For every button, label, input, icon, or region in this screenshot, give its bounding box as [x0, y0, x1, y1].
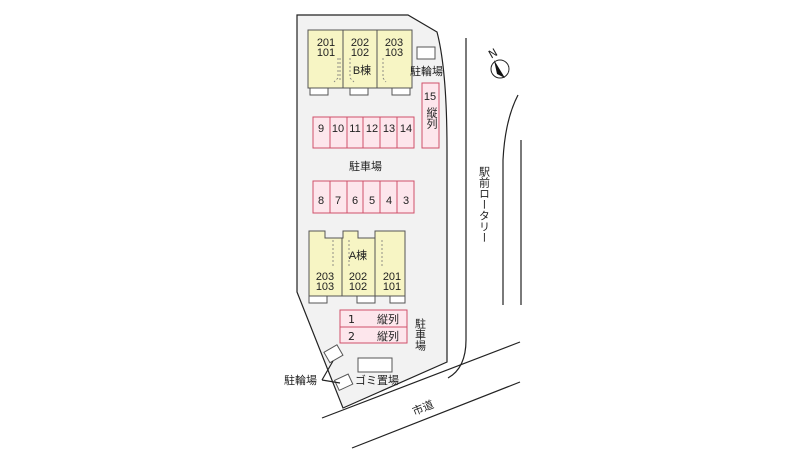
parking-1: 1 [348, 313, 355, 326]
parking-5: 5 [369, 195, 375, 207]
parking-4: 4 [386, 195, 392, 207]
parking-2-note: 縦列 [377, 329, 399, 343]
parking-9: 9 [318, 123, 324, 135]
parking-6: 6 [352, 195, 358, 207]
parking-11: 11 [349, 123, 360, 135]
roads [321, 38, 522, 449]
unit-a-103: 103 [316, 281, 334, 293]
unit-b-101: 101 [317, 47, 335, 59]
bicycle-bottom-label: 駐輪場 [284, 373, 317, 387]
building-a: 203 103 202 102 201 101 A棟 [308, 230, 406, 304]
parking-13: 13 [383, 123, 395, 135]
unit-b-201: 201 [317, 37, 335, 49]
unit-b-103: 103 [385, 47, 403, 59]
parking-12: 12 [366, 123, 378, 135]
unit-a-102: 102 [349, 281, 367, 293]
parking-7: 7 [335, 195, 341, 207]
station-rotary-label: 駅前ロータリー [478, 166, 491, 243]
parking-1-note: 縦列 [377, 312, 399, 326]
parking-15-note: 縦列 [425, 107, 438, 130]
parking-row-upper: 9 10 11 12 13 14 [312, 116, 415, 149]
parking-10: 10 [332, 123, 344, 135]
parking-14: 14 [400, 123, 412, 135]
unit-a-202: 202 [349, 271, 367, 283]
north-label: N [486, 46, 500, 61]
unit-b-202: 202 [351, 37, 369, 49]
bicycle-parking-bottom-1 [323, 344, 344, 364]
parking-side-label: 駐車場 [414, 317, 427, 352]
parking-3: 3 [403, 195, 409, 207]
bicycle-parking-top [416, 46, 436, 60]
parking-front: 1 縦列 2 縦列 [339, 309, 408, 344]
unit-b-203: 203 [385, 37, 403, 49]
parking-8: 8 [318, 195, 324, 207]
unit-a-101: 101 [383, 281, 401, 293]
building-b-label: B棟 [353, 63, 371, 77]
unit-a-203: 203 [316, 271, 334, 283]
building-b: 201 101 202 102 203 103 B棟 [307, 29, 413, 96]
parking-15-number: 15 [424, 91, 436, 103]
north-arrow-icon: N [486, 46, 510, 79]
parking-15 [421, 82, 440, 149]
building-a-label: A棟 [349, 248, 367, 262]
bicycle-top-label: 駐輪場 [410, 64, 443, 78]
garbage-area [357, 357, 393, 373]
unit-a-201: 201 [383, 271, 401, 283]
unit-b-102: 102 [351, 47, 369, 59]
bicycle-parking-bottom-2 [333, 373, 354, 392]
parking-2: 2 [348, 330, 355, 343]
garbage-label: ゴミ置場 [355, 373, 399, 387]
parking-row-lower: 8 7 6 5 4 3 [312, 180, 415, 214]
parking-lot-label: 駐車場 [349, 159, 382, 173]
city-road-label: 市道 [410, 397, 436, 418]
